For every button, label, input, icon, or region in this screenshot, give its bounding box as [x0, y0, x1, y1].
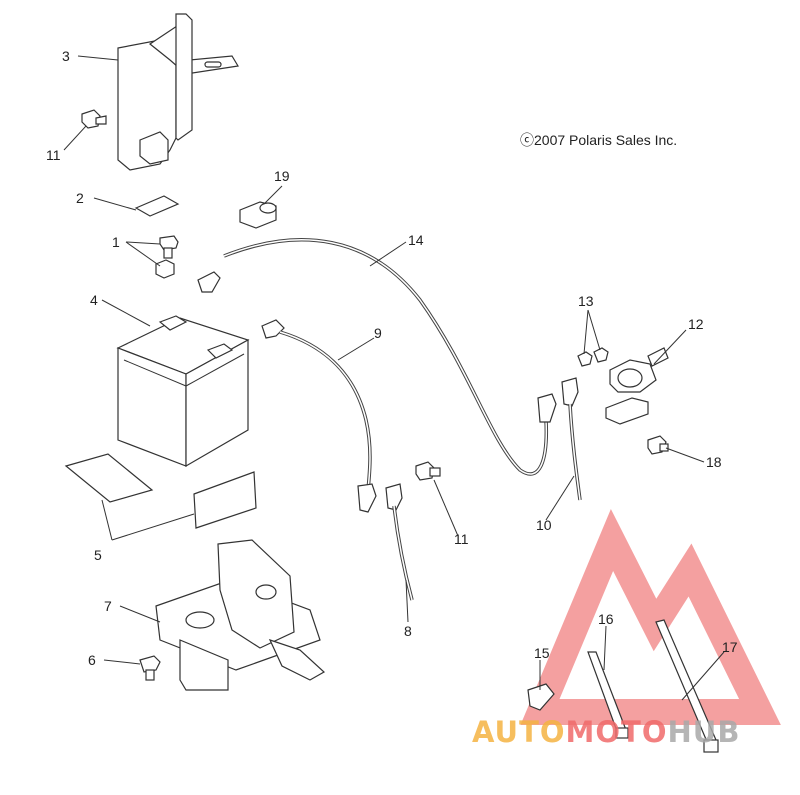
cable-lug-part — [197, 271, 221, 293]
leader-lines — [63, 55, 725, 701]
battery-bracket-part — [117, 13, 239, 171]
clip-part — [527, 683, 555, 711]
callout-7: 7 — [104, 598, 112, 614]
callout-13: 13 — [578, 293, 594, 309]
watermark-moto: MOTO — [566, 715, 668, 749]
callout-11-upper: 11 — [46, 147, 61, 163]
cable-part-8 — [385, 483, 414, 601]
watermark-hub: HUB — [668, 715, 741, 749]
callout-12: 12 — [688, 316, 704, 332]
battery-tray-part — [155, 539, 326, 691]
callout-15: 15 — [534, 645, 550, 661]
pad-part — [134, 195, 180, 217]
strap-part-17 — [655, 619, 719, 753]
watermark-text: AUTOMOTOHUB — [472, 715, 740, 749]
copyright-text: ⓒ2007 Polaris Sales Inc. — [520, 132, 677, 148]
bolt-part-18 — [647, 435, 669, 455]
callout-16: 16 — [598, 611, 614, 627]
callout-1: 1 — [112, 234, 120, 250]
callout-18: 18 — [706, 454, 722, 470]
cable-part-14 — [223, 238, 557, 476]
cable-part-9 — [261, 319, 377, 513]
bolt-part-lower — [139, 655, 161, 681]
nuts-part — [577, 347, 609, 367]
solenoid-part — [605, 347, 669, 425]
callout-numbers: 3 11 2 1 4 5 7 6 19 14 9 8 11 10 13 12 1… — [46, 48, 738, 668]
terminal-boot-part — [239, 201, 277, 229]
cable-part-10 — [561, 377, 582, 501]
watermark-auto: AUTO — [472, 715, 566, 749]
callout-5: 5 — [94, 547, 102, 563]
svg-text:AUTOMOTOHUB: AUTOMOTOHUB — [472, 715, 740, 749]
callout-17: 17 — [722, 639, 738, 655]
callout-14: 14 — [408, 232, 424, 248]
watermark-logo — [520, 508, 781, 725]
callout-6: 6 — [88, 652, 96, 668]
callout-19: 19 — [274, 168, 290, 184]
callout-4: 4 — [90, 292, 98, 308]
bolt-part-middle — [415, 461, 441, 481]
bolt-part-upper — [81, 109, 107, 129]
callout-9: 9 — [374, 325, 382, 341]
bolt-and-nut-part — [155, 235, 179, 279]
battery-part — [116, 315, 250, 468]
callout-10: 10 — [536, 517, 552, 533]
callout-11-middle: 11 — [454, 531, 469, 547]
callout-3: 3 — [62, 48, 70, 64]
strap-part-16 — [587, 651, 629, 739]
battery-pads-part — [64, 453, 257, 529]
callout-8: 8 — [404, 623, 412, 639]
callout-2: 2 — [76, 190, 84, 206]
